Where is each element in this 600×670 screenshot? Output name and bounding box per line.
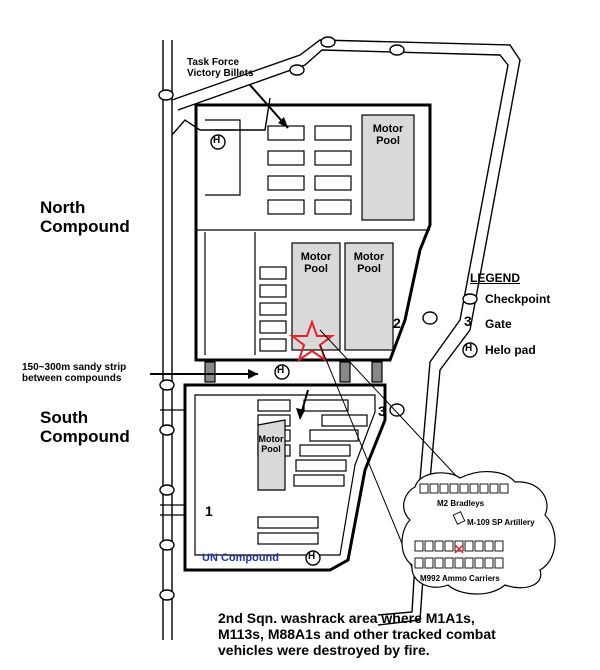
helo-pad-icon <box>210 134 321 566</box>
helo-pad-letter: H <box>277 365 285 376</box>
south-compound-label: South Compound <box>40 408 130 446</box>
sandy-strip-label: 150~300m sandy strip between compounds <box>22 362 127 384</box>
north-billets <box>259 125 352 352</box>
m992-label: M992 Ammo Carriers <box>420 574 500 583</box>
caption: 2nd Sqn. washrack area where M1A1s, M113… <box>218 610 496 658</box>
north-interior <box>196 119 430 355</box>
sandy-strip <box>204 361 383 383</box>
legend-helo-letter: H <box>465 343 473 354</box>
helo-pad-letter: H <box>308 551 316 562</box>
legend-title: LEGEND <box>470 271 521 285</box>
m2-bradleys-label: M2 Bradleys <box>437 499 485 508</box>
legend-gate: Gate <box>485 317 512 331</box>
west-road <box>162 40 173 640</box>
legend-checkpoint: Checkpoint <box>485 292 551 306</box>
task-force-label: Task Force Victory Billets <box>187 57 254 79</box>
helo-pad-letter: H <box>213 135 221 146</box>
annotation-arrows <box>150 84 309 420</box>
north-compound-wall <box>194 103 432 362</box>
south-interior <box>160 394 376 556</box>
legend-gate-symbol: 3 <box>464 313 472 329</box>
gate-1-label: 1 <box>205 503 213 519</box>
motor-pool-label-1: Motor Pool <box>372 123 404 147</box>
south-motor-pool <box>257 419 286 491</box>
motor-pool-label-3: Motor Pool <box>353 251 385 275</box>
south-compound-wall <box>183 383 387 572</box>
zoom-lines <box>319 329 461 576</box>
gate-3-label: 3 <box>378 403 386 419</box>
motor-pool-label-2: Motor Pool <box>300 251 332 275</box>
checkpoint-icon <box>462 293 478 305</box>
helo-pad-icon <box>462 342 478 358</box>
legend-icons <box>462 293 478 358</box>
m109-label: M-109 SP Artillery <box>467 518 535 527</box>
checkpoint-icon <box>158 36 438 601</box>
un-compound-label: UN Compound <box>202 552 279 564</box>
gate-2-label: 2 <box>393 315 401 331</box>
north-compound-label: North Compound <box>40 198 130 236</box>
washrack-inset <box>401 471 556 595</box>
legend-helo-pad: Helo pad <box>485 343 536 357</box>
motor-pool-label-4: Motor Pool <box>258 434 284 454</box>
explosion-star-icon <box>289 319 335 363</box>
